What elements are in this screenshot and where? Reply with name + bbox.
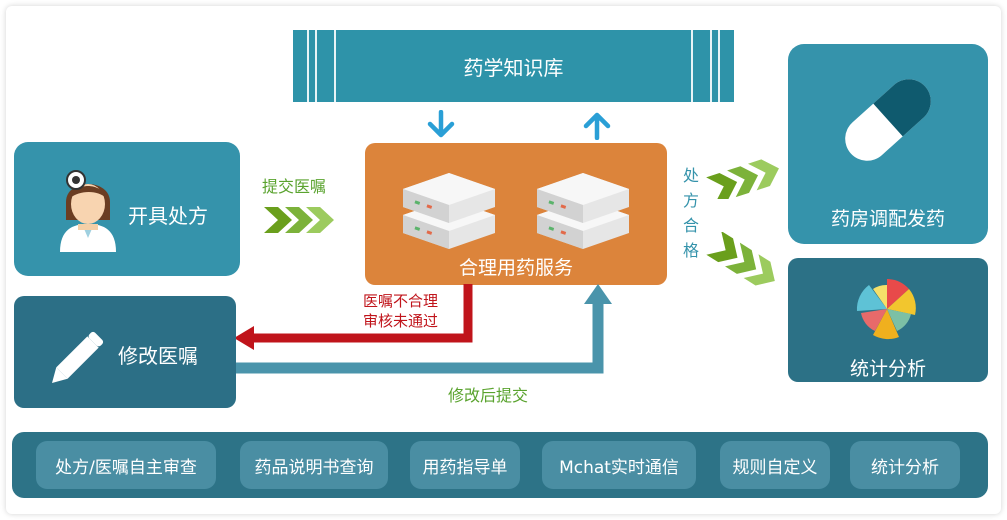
reject-label-line: 审核未通过 [363, 312, 439, 330]
arrow-down-icon [427, 110, 455, 138]
statistics-node: 统计分析 [788, 258, 988, 382]
reject-label-line: 医嘱不合理 [363, 292, 439, 310]
reject-label: 医嘱不合理 审核未通过 [363, 291, 438, 331]
modify-label: 修改医嘱 [118, 344, 198, 368]
rx-pass-char: 处 [682, 166, 699, 185]
radial-chart-icon [856, 279, 916, 340]
mchat-button[interactable]: Mchat实时通信 [542, 441, 696, 489]
resubmit-arrow [236, 284, 612, 374]
statistics-label: 统计分析 [849, 358, 926, 380]
resubmit-label: 修改后提交 [448, 386, 529, 405]
server-icon [537, 173, 629, 249]
modify-order-node: 修改医嘱 [14, 296, 236, 408]
drug-leaflet-query-button[interactable]: 药品说明书查询 [240, 441, 388, 489]
capsule-icon [845, 79, 931, 161]
pharmacy-label: 药房调配发药 [830, 208, 945, 230]
statistics-button[interactable]: 统计分析 [850, 441, 960, 489]
pencil-icon [52, 331, 104, 383]
custom-rules-button[interactable]: 规则自定义 [720, 441, 830, 489]
server-icon [403, 173, 495, 249]
prescribe-label: 开具处方 [128, 204, 208, 228]
knowledge-base-label: 药学知识库 [463, 55, 564, 80]
arrow-up-icon [583, 112, 611, 140]
prescribe-node: 开具处方 [14, 142, 240, 276]
chevron-arrows-icon [706, 159, 779, 199]
rx-pass-char: 合 [682, 216, 699, 235]
rx-pass-char: 格 [682, 241, 699, 260]
prescription-qualified-label: 处 方 合 格 [681, 163, 701, 263]
reject-arrow [234, 284, 473, 350]
feature-toolbar: 处方/医嘱自主审查 药品说明书查询 用药指导单 Mchat实时通信 规则自定义 … [12, 432, 988, 498]
chevron-arrows-icon [706, 232, 775, 286]
submit-order-label: 提交医嘱 [262, 177, 327, 196]
knowledge-base-banner: 药学知识库 [293, 30, 734, 102]
chevron-arrows-icon [264, 207, 334, 233]
rational-medication-service-node: 合理用药服务 [365, 143, 667, 285]
medication-guide-button[interactable]: 用药指导单 [410, 441, 520, 489]
service-label: 合理用药服务 [458, 257, 573, 279]
rx-pass-char: 方 [682, 191, 699, 210]
pharmacy-dispensing-node: 药房调配发药 [788, 44, 988, 244]
doctor-icon [60, 170, 116, 252]
self-review-button[interactable]: 处方/医嘱自主审查 [36, 441, 216, 489]
